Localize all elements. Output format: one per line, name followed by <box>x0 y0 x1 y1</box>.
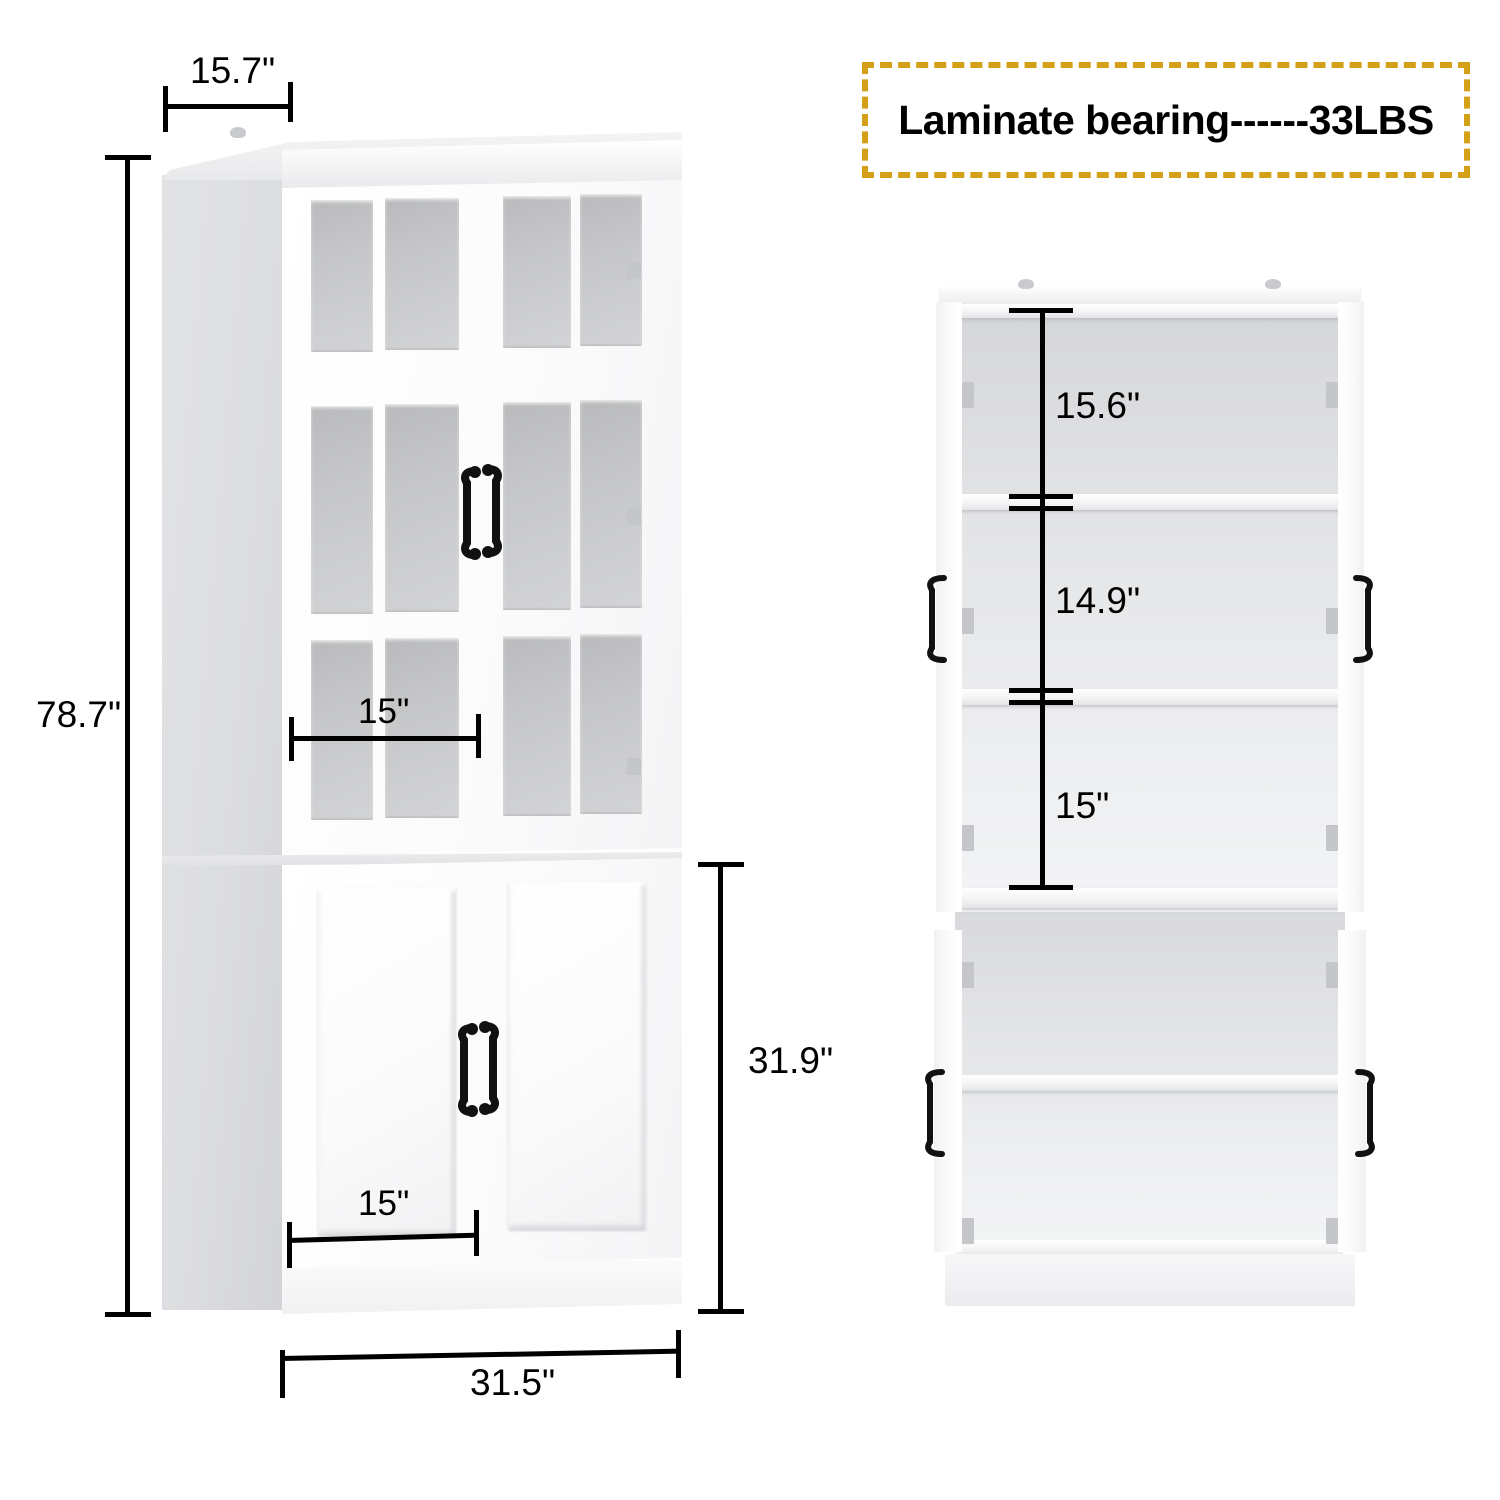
shelf-dim-cap-2b <box>1009 700 1073 705</box>
upper-door-dim-line <box>289 736 481 741</box>
hinge-icon <box>1326 825 1338 851</box>
hinge-icon <box>1326 962 1338 988</box>
lower-left-door-handle[interactable] <box>452 1022 486 1118</box>
lower-height-dim-label: 31.9" <box>748 1040 834 1081</box>
upper-right-door-handle[interactable] <box>474 463 508 559</box>
hinge-icon <box>962 1218 974 1244</box>
section-fixed-shelf <box>958 888 1342 908</box>
shelf-dim-cap-top <box>1009 308 1073 313</box>
middle-compartment-label: 14.9" <box>1055 580 1141 621</box>
cabinet-left-side-panel <box>162 170 282 1310</box>
hinge-icon <box>627 262 641 279</box>
lower-left-door-panel[interactable] <box>318 888 456 1236</box>
glass-pane <box>385 638 459 818</box>
laminate-bearing-label: Laminate bearing------33LBS <box>898 96 1434 143</box>
glass-pane <box>311 406 373 614</box>
lower-height-dim-cap-top <box>698 862 744 867</box>
height-dim-label: 78.7" <box>36 694 122 735</box>
laminate-bearing-banner: Laminate bearing------33LBS <box>862 62 1470 178</box>
glass-pane <box>503 636 571 816</box>
upper-right-open-door[interactable] <box>1338 302 1364 912</box>
top-compartment-label: 15.6" <box>1055 385 1141 426</box>
lower-right-door-panel[interactable] <box>508 882 646 1230</box>
hinge-icon <box>1326 1218 1338 1244</box>
lower-right-door-handle[interactable] <box>471 1020 505 1116</box>
upper-left-door-handle[interactable] <box>922 574 950 664</box>
glass-pane <box>385 198 459 350</box>
width-dim-cap-left <box>280 1350 285 1398</box>
hinge-icon <box>627 758 641 775</box>
upper-interior-back <box>955 304 1345 912</box>
upper-right-door-handle[interactable] <box>1350 574 1378 664</box>
hinge-icon <box>962 608 974 634</box>
hinge-icon <box>962 382 974 408</box>
lower-left-door-handle[interactable] <box>920 1068 948 1158</box>
hinge-icon <box>1326 382 1338 408</box>
top-anti-tip-bump <box>1265 279 1281 289</box>
upper-door-dim-label: 15" <box>358 692 410 731</box>
upper-left-open-door[interactable] <box>936 302 962 912</box>
depth-dim-cap-right <box>288 82 293 122</box>
height-dim-cap-bottom <box>105 1312 151 1317</box>
base-plinth <box>945 1254 1355 1306</box>
lower-door-dim-label: 15" <box>358 1184 410 1223</box>
upper-left-door-handle[interactable] <box>455 465 489 561</box>
depth-dim-line <box>163 104 293 109</box>
top-crown-slab <box>940 288 1360 304</box>
lower-shelf-1 <box>958 1075 1342 1091</box>
glass-pane <box>580 634 642 814</box>
lower-height-dim-line <box>718 862 723 1314</box>
glass-pane <box>311 640 373 820</box>
lower-right-door-handle[interactable] <box>1352 1068 1380 1158</box>
height-dim-line <box>125 155 130 1317</box>
hinge-icon <box>962 825 974 851</box>
shelf-dim-cap-1 <box>1009 494 1073 499</box>
depth-dim-cap-left <box>163 86 168 132</box>
shelf-dim-cap-1b <box>1009 506 1073 511</box>
width-dim-cap-right <box>676 1330 681 1378</box>
shelf-dim-line <box>1040 308 1045 890</box>
base-plinth <box>282 1258 682 1314</box>
shelf-dim-cap-2 <box>1009 688 1073 693</box>
lower-right-open-door[interactable] <box>1338 930 1366 1252</box>
height-dim-cap-top <box>105 155 151 160</box>
lower-left-open-door[interactable] <box>934 930 962 1252</box>
width-dim-line <box>279 1348 680 1361</box>
depth-dim-label: 15.7" <box>190 50 276 91</box>
bottom-deck <box>958 1240 1342 1256</box>
lower-door-dim-cap-left <box>287 1222 292 1268</box>
top-anti-tip-bump <box>1018 279 1034 289</box>
glass-pane <box>385 404 459 612</box>
lower-height-dim-cap-bottom <box>698 1309 744 1314</box>
glass-pane <box>311 200 373 352</box>
hinge-icon <box>1326 608 1338 634</box>
top-anti-tip-bump <box>230 127 246 138</box>
glass-pane <box>580 400 642 608</box>
upper-door-dim-cap-right <box>476 714 481 758</box>
shelf-dim-cap-bottom <box>1009 885 1073 890</box>
glass-pane <box>503 402 571 610</box>
lower-door-dim-cap-right <box>474 1210 479 1256</box>
upper-door-dim-cap-left <box>289 717 294 761</box>
hinge-icon <box>962 962 974 988</box>
hinge-icon <box>627 508 641 525</box>
top-inner-lip <box>958 304 1342 318</box>
glass-pane <box>503 196 571 348</box>
width-dim-label: 31.5" <box>470 1362 556 1403</box>
bottom-compartment-label: 15" <box>1055 785 1110 826</box>
